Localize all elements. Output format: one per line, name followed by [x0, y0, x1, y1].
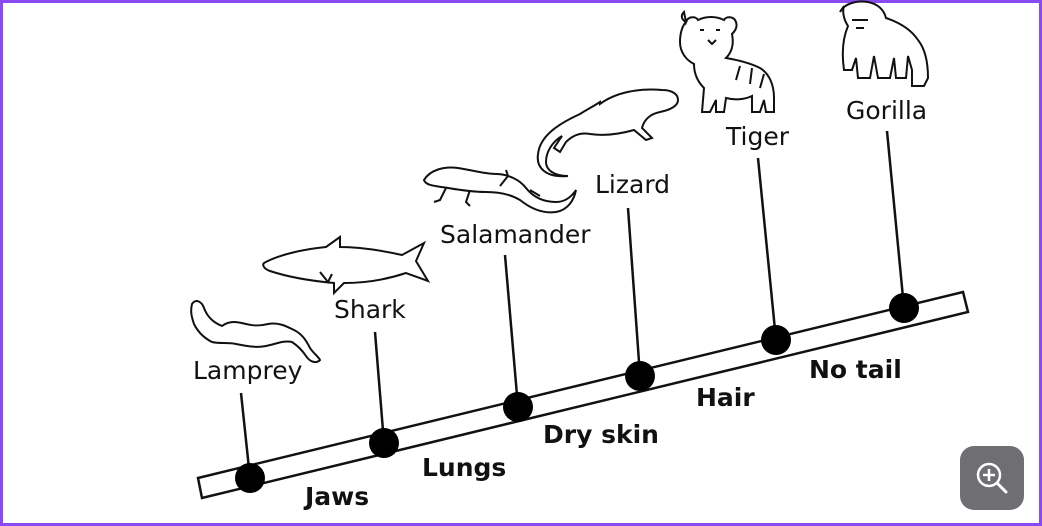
organism-label-gorilla: Gorilla: [846, 96, 927, 125]
lizard-icon: [536, 88, 680, 178]
trait-label-lungs: Lungs: [422, 453, 506, 482]
gorilla-icon: [839, 0, 930, 87]
organism-label-lamprey: Lamprey: [193, 356, 303, 385]
node-lamprey: [235, 463, 265, 493]
tiger-icon: [678, 9, 775, 113]
organism-label-shark: Shark: [334, 295, 406, 324]
organism-label-salamander: Salamander: [440, 220, 591, 249]
node-shark: [369, 428, 399, 458]
trait-label-hair: Hair: [696, 383, 755, 412]
zoom-in-button[interactable]: [960, 446, 1024, 510]
nodes: [235, 293, 919, 493]
node-tiger: [761, 325, 791, 355]
node-salamander: [503, 392, 533, 422]
trait-label-dry-skin: Dry skin: [543, 420, 659, 449]
organism-label-tiger: Tiger: [725, 122, 790, 151]
trait-label-jaws: Jaws: [303, 482, 369, 511]
zoom-in-icon: [976, 462, 1008, 494]
salamander-icon: [422, 166, 577, 214]
node-lizard: [625, 361, 655, 391]
shark-icon: [262, 235, 431, 296]
organism-label-lizard: Lizard: [595, 170, 670, 199]
evolution-bar: [196, 290, 970, 500]
trait-label-no-tail: No tail: [809, 355, 902, 384]
node-gorilla: [889, 293, 919, 323]
lamprey-icon: [190, 300, 322, 364]
